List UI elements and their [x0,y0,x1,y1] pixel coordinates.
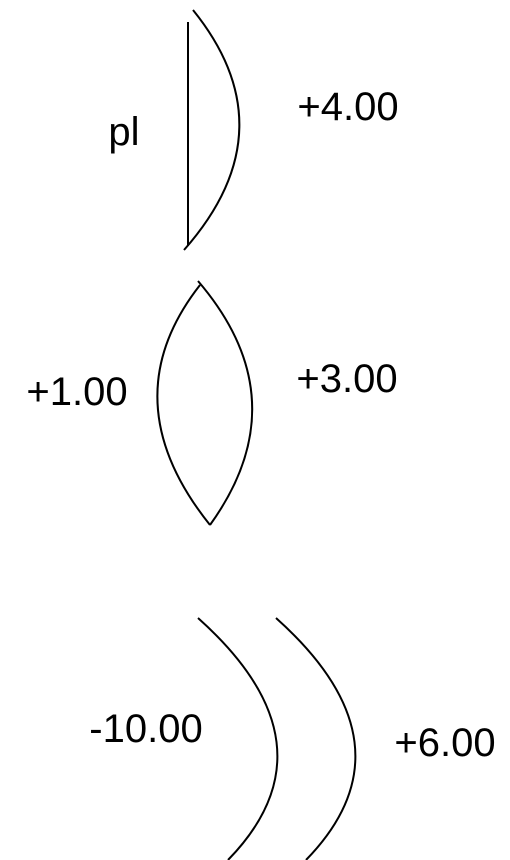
lens3-front-label: -10.00 [89,707,202,751]
lens2-front-label: +1.00 [26,370,127,414]
lens-meniscus: -10.00 +6.00 [89,617,496,860]
lens2-front-surface [156,284,211,526]
lens3-front-surface [197,617,279,860]
lens-biconvex: +1.00 +3.00 [26,280,398,526]
lens2-back-surface [197,280,254,526]
lens3-back-label: +6.00 [394,721,495,765]
lens1-back-label: +4.00 [297,85,398,129]
lens1-convex-surface [183,9,241,251]
lens3-back-surface [275,617,357,860]
lens-plano-convex: pl +4.00 [108,9,399,251]
lens2-back-label: +3.00 [296,357,397,401]
lens1-front-label: pl [108,110,139,154]
